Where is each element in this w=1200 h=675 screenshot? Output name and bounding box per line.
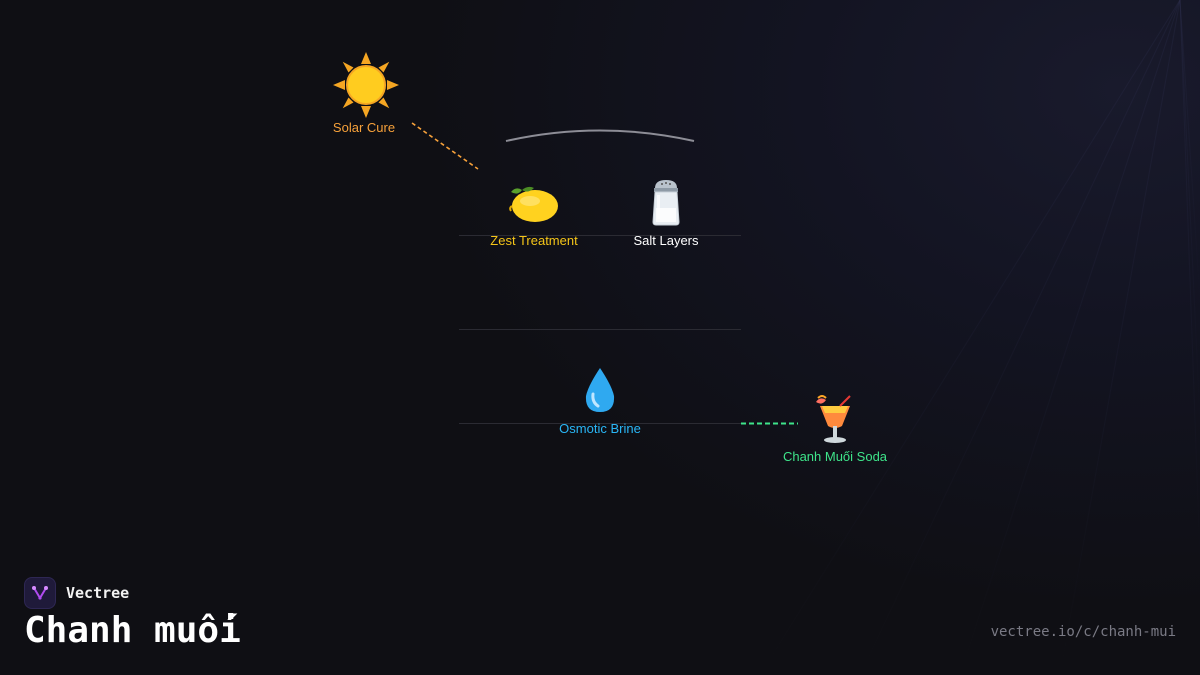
brand-name: Vectree — [66, 584, 130, 602]
page-url-link[interactable]: vectree.io/c/chanh-mui — [990, 624, 1176, 640]
page-title: Chanh muối — [24, 610, 241, 651]
jar-lid-arc — [505, 129, 695, 142]
sun-icon — [333, 52, 399, 118]
tropical-drink-icon — [816, 395, 851, 443]
lemon-icon — [509, 186, 558, 222]
salt-shaker-icon — [652, 180, 680, 226]
vectree-logo-icon — [24, 577, 56, 609]
node-label-zest-treatment: Zest Treatment — [490, 233, 578, 248]
node-label-chanh-muoi-soda: Chanh Muối Soda — [782, 449, 888, 464]
brand[interactable]: Vectree — [24, 577, 129, 609]
node-label-salt-layers: Salt Layers — [633, 233, 699, 248]
node-label-osmotic-brine: Osmotic Brine — [559, 421, 641, 436]
water-drop-icon — [585, 368, 615, 412]
node-label-solar-cure: Solar Cure — [332, 120, 396, 135]
